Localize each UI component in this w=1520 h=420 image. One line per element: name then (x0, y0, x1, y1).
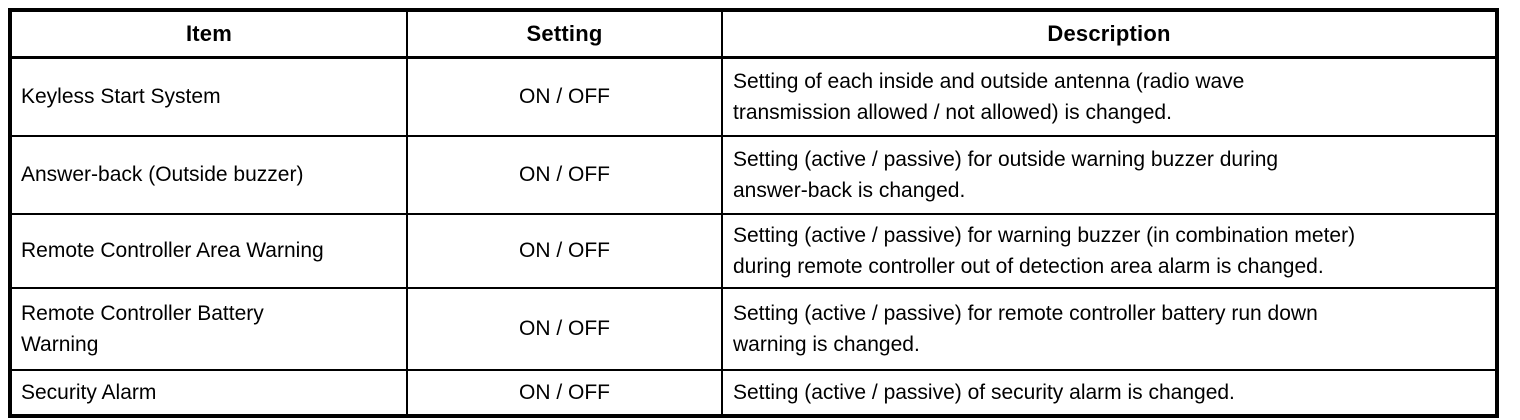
item-cell: Security Alarm (9, 368, 408, 417)
table-row-keyless-start-system: Keyless Start System ON / OFF Setting of… (9, 56, 1498, 137)
setting-cell: ON / OFF (406, 368, 723, 417)
item-cell: Remote Controller Battery Warning (9, 286, 408, 371)
setting-cell: ON / OFF (406, 56, 723, 137)
description-cell: Setting (active / passive) of security a… (721, 368, 1498, 417)
table-row-answer-back: Answer-back (Outside buzzer) ON / OFF Se… (9, 134, 1498, 215)
setting-cell: ON / OFF (406, 286, 723, 371)
column-header-item: Item (9, 9, 408, 59)
settings-table: Item Setting Description Keyless Start S… (8, 8, 1499, 418)
column-header-description: Description (721, 9, 1498, 59)
description-cell: Setting (active / passive) for remote co… (721, 286, 1498, 371)
table-row-remote-controller-battery-warning: Remote Controller Battery Warning ON / O… (9, 286, 1498, 371)
description-cell: Setting (active / passive) for outside w… (721, 134, 1498, 215)
setting-cell: ON / OFF (406, 212, 723, 289)
setting-cell: ON / OFF (406, 134, 723, 215)
description-cell: Setting of each inside and outside anten… (721, 56, 1498, 137)
table-row-remote-controller-area-warning: Remote Controller Area Warning ON / OFF … (9, 212, 1498, 289)
item-cell: Answer-back (Outside buzzer) (9, 134, 408, 215)
item-cell: Remote Controller Area Warning (9, 212, 408, 289)
description-cell: Setting (active / passive) for warning b… (721, 212, 1498, 289)
column-header-setting: Setting (406, 9, 723, 59)
header-row: Item Setting Description (9, 9, 1498, 59)
table-row-security-alarm: Security Alarm ON / OFF Setting (active … (9, 368, 1498, 417)
item-cell: Keyless Start System (9, 56, 408, 137)
